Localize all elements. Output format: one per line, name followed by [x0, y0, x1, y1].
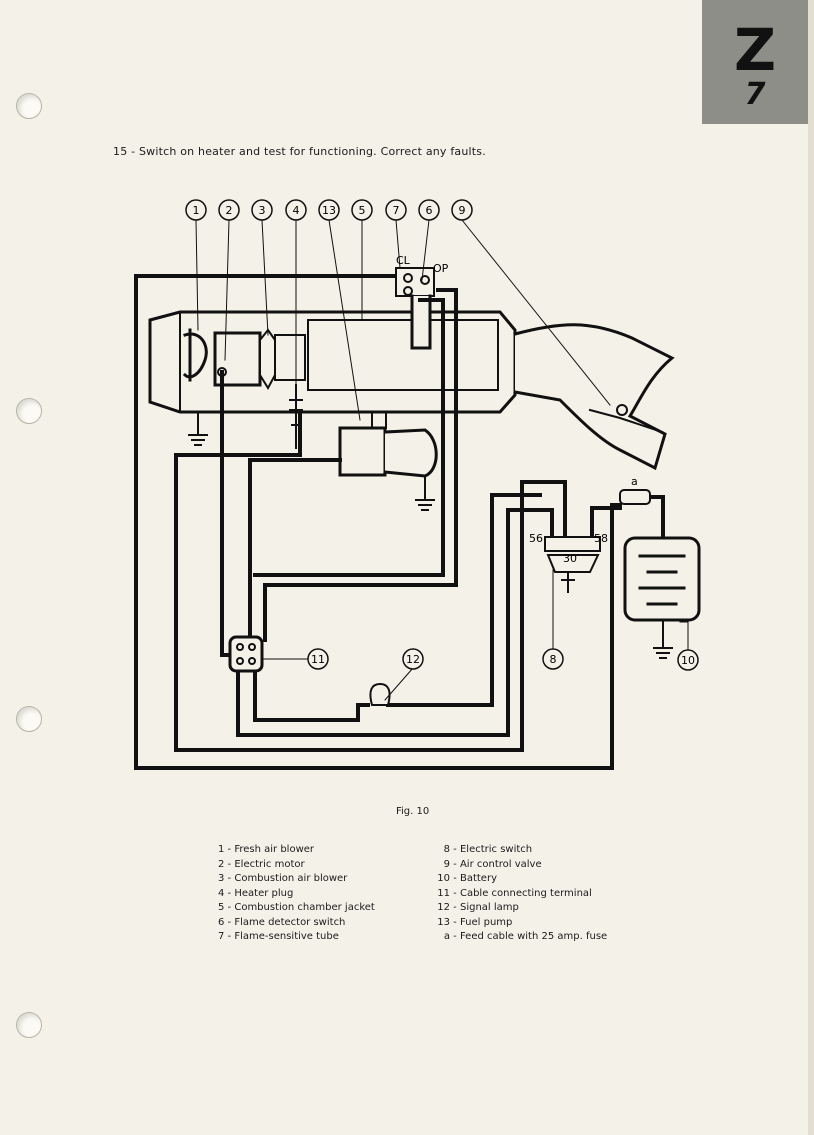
legend-item: 7 - Flame-sensitive tube	[218, 931, 339, 942]
label-56: 56	[529, 532, 543, 545]
legend-item: 4 - Heater plug	[218, 887, 294, 899]
legend-item: 6 - Flame detector switch	[218, 916, 346, 928]
fuse	[619, 489, 651, 505]
combustion-air-blower	[259, 328, 276, 391]
label-op: OP	[433, 262, 449, 275]
legend-right: 8 - Electric switch 9 - Air control valv…	[420, 843, 607, 945]
binder-hole	[16, 706, 42, 732]
svg-text:6: 6	[426, 204, 433, 217]
svg-text:13: 13	[322, 204, 336, 217]
legend-item: 11 - Cable connecting terminal	[437, 887, 592, 899]
callout-7: 7	[385, 199, 407, 221]
callout-3: 3	[251, 199, 273, 221]
callout-4: 4	[285, 199, 307, 221]
section-tab: Z 7	[702, 0, 808, 124]
legend-item: a - Feed cable with 25 amp. fuse	[443, 931, 608, 942]
callout-13: 13	[318, 199, 340, 221]
legend-item: 12 - Signal lamp	[437, 902, 519, 913]
callout-9: 9	[451, 199, 473, 221]
legend-item: 2 - Electric motor	[218, 858, 305, 870]
legend-item: 5 - Combustion chamber jacket	[218, 902, 375, 913]
label-cl: CL	[396, 254, 411, 267]
signal-lamp	[369, 682, 391, 706]
figure-caption: Fig. 10	[396, 806, 430, 817]
heater-plug	[289, 384, 303, 449]
callout-6: 6	[418, 199, 440, 221]
svg-text:10: 10	[681, 654, 695, 667]
electric-switch	[544, 536, 601, 552]
section-number: 7	[744, 77, 766, 112]
svg-text:7: 7	[393, 204, 400, 217]
svg-text:12: 12	[406, 653, 420, 666]
instruction-text: 15 - Switch on heater and test for funct…	[113, 145, 486, 158]
legend-left: 1 - Fresh air blower 2 - Electric motor …	[218, 843, 375, 945]
binder-hole	[16, 1012, 42, 1038]
outer-wire	[134, 274, 622, 770]
air-duct	[513, 323, 675, 471]
callout-12: 12	[402, 648, 424, 670]
callout-5: 5	[351, 199, 373, 221]
flame-detector-switch	[395, 267, 435, 297]
section-letter: Z	[733, 16, 777, 84]
svg-text:9: 9	[459, 204, 466, 217]
label-fuse: a	[631, 475, 638, 488]
callout-1: 1	[185, 199, 207, 221]
svg-text:4: 4	[293, 204, 300, 217]
svg-text:3: 3	[259, 204, 266, 217]
fuel-pump	[338, 426, 387, 477]
callout-11: 11	[307, 648, 329, 670]
svg-text:11: 11	[311, 653, 325, 666]
binder-hole	[16, 93, 42, 119]
svg-text:1: 1	[193, 204, 200, 217]
callout-10: 10	[677, 649, 699, 671]
svg-text:5: 5	[359, 204, 366, 217]
flame-sensitive-tube	[410, 294, 432, 350]
label-30: 30	[563, 552, 577, 565]
legend-item: 13 - Fuel pump	[437, 916, 513, 928]
legend-item: 3 - Combustion air blower	[218, 873, 348, 884]
battery	[623, 536, 701, 622]
svg-text:2: 2	[226, 204, 233, 217]
legend-item: 8 - Electric switch	[443, 844, 533, 855]
fresh-air-blower	[182, 328, 208, 382]
label-58: 58	[594, 532, 608, 545]
legend-item: 1 - Fresh air blower	[218, 844, 315, 855]
cable-terminal	[228, 635, 264, 673]
callout-2: 2	[218, 199, 240, 221]
legend-item: 9 - Air control valve	[443, 858, 542, 870]
chamber-jacket	[307, 319, 499, 391]
callout-8: 8	[542, 648, 564, 670]
legend-item: 10 - Battery	[437, 873, 497, 884]
page-edge	[808, 0, 814, 1135]
binder-hole	[16, 398, 42, 424]
svg-text:8: 8	[550, 653, 557, 666]
